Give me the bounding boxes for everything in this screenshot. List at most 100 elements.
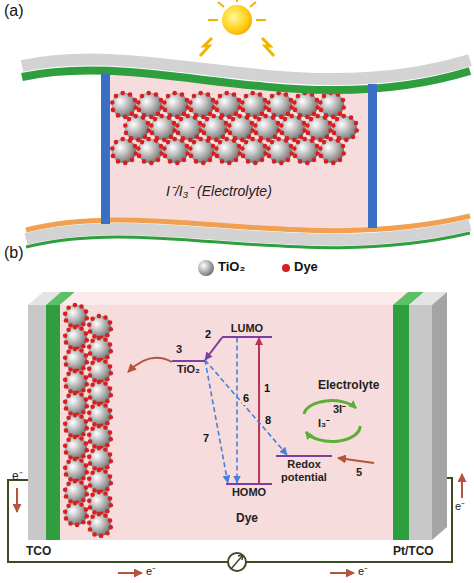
dye-molecule — [85, 470, 90, 475]
dye-molecule — [108, 496, 113, 501]
tio2-particle — [112, 93, 136, 117]
dye-molecule — [146, 91, 151, 96]
dye-molecule — [271, 115, 276, 120]
dye-molecule — [79, 502, 84, 507]
dye-molecule — [73, 501, 78, 506]
dye-molecule — [244, 94, 249, 99]
dye-molecule — [108, 474, 113, 479]
level-label: HOMO — [232, 486, 266, 498]
dye-molecule — [244, 140, 249, 145]
dye-molecule — [92, 334, 97, 339]
dye-molecule — [322, 140, 327, 145]
step-number: 7 — [202, 432, 210, 445]
dye-molecule — [260, 158, 265, 163]
dye-molecule — [79, 304, 84, 309]
dye-molecule — [79, 370, 84, 375]
label-text: I⁻/I₃⁻ (Electrolyte) — [166, 183, 272, 199]
dye-molecule — [180, 138, 185, 143]
dye-molecule — [97, 512, 102, 517]
tio2-particle — [320, 139, 344, 163]
tio2-particle — [151, 116, 175, 140]
spacer — [101, 74, 110, 224]
dye-molecule — [81, 344, 86, 349]
dye-molecule — [341, 144, 346, 149]
dye-molecule — [64, 494, 69, 499]
dye-molecule — [63, 509, 68, 514]
dye-molecule — [354, 121, 359, 126]
dye-molecule — [85, 448, 90, 453]
label-text: 3 — [176, 343, 182, 356]
dye-molecule — [73, 347, 78, 352]
dye-molecule — [136, 100, 141, 105]
dye-molecule — [114, 94, 119, 99]
tio2-legend-sphere — [198, 260, 214, 276]
dye-molecule — [64, 340, 69, 345]
dye-molecule — [85, 338, 90, 343]
dye-molecule — [85, 360, 90, 365]
dye-molecule — [73, 457, 78, 462]
dye-molecule — [146, 137, 151, 142]
dye-molecule — [92, 488, 97, 493]
dye-molecule — [319, 154, 324, 159]
dye-molecule — [156, 158, 161, 163]
dye-molecule — [90, 405, 95, 410]
dye-molecule — [63, 487, 68, 492]
tio2-particle — [65, 349, 87, 371]
label-text: 3I⁻ — [333, 403, 346, 416]
dye-molecule — [192, 94, 197, 99]
dye-molecule — [84, 507, 89, 512]
dye-molecule — [336, 138, 341, 143]
dye-molecule — [302, 137, 307, 142]
dye-molecule — [92, 422, 97, 427]
dye-molecule — [103, 337, 108, 342]
dye-molecule — [331, 161, 336, 166]
label-text: I₃⁻ — [318, 417, 330, 430]
dye-molecule — [267, 154, 272, 159]
legend-text: TiO₂ — [218, 260, 245, 275]
dye-molecule — [163, 154, 168, 159]
dye-molecule — [68, 389, 73, 394]
dye-molecule — [234, 158, 239, 163]
dye-molecule — [167, 115, 172, 120]
dye-molecule — [354, 128, 359, 133]
dye-molecule — [79, 326, 84, 331]
injection-arrow — [128, 358, 172, 372]
dye-molecule — [85, 404, 90, 409]
dye-molecule — [73, 303, 78, 308]
tio2-particle — [65, 415, 87, 437]
dye-molecule — [124, 131, 129, 136]
dye-molecule — [81, 432, 86, 437]
cell-slab — [28, 292, 447, 540]
dye-molecule — [90, 339, 95, 344]
dye-molecule — [240, 146, 245, 151]
dye-molecule — [284, 92, 289, 97]
dye-molecule — [108, 386, 113, 391]
dye-molecule — [166, 94, 171, 99]
dye-molecule — [116, 113, 121, 118]
dye-molecule — [87, 366, 92, 371]
dye-molecule — [296, 94, 301, 99]
dye-molecule — [79, 392, 84, 397]
dye-molecule — [114, 140, 119, 145]
dye-molecule — [341, 98, 346, 103]
dye-molecule — [87, 454, 92, 459]
dye-molecule — [103, 381, 108, 386]
dye-molecule — [153, 117, 158, 122]
tio2-particle — [216, 139, 240, 163]
dye-molecule — [81, 410, 86, 415]
dye-molecule — [68, 521, 73, 526]
dye-molecule — [63, 399, 68, 404]
transition-arrow — [205, 338, 222, 360]
dye-molecule — [172, 91, 177, 96]
dye-molecule — [79, 458, 84, 463]
dye-molecule — [79, 436, 84, 441]
dye-molecule — [88, 351, 93, 356]
dye-molecule — [87, 432, 92, 437]
dye-molecule — [88, 461, 93, 466]
dye-molecule — [270, 140, 275, 145]
label-text: e⁻ — [455, 500, 465, 513]
dye-molecule — [215, 154, 220, 159]
tio2-particle — [65, 503, 87, 525]
tio2-particle — [65, 481, 87, 503]
dye-molecule — [315, 114, 320, 119]
